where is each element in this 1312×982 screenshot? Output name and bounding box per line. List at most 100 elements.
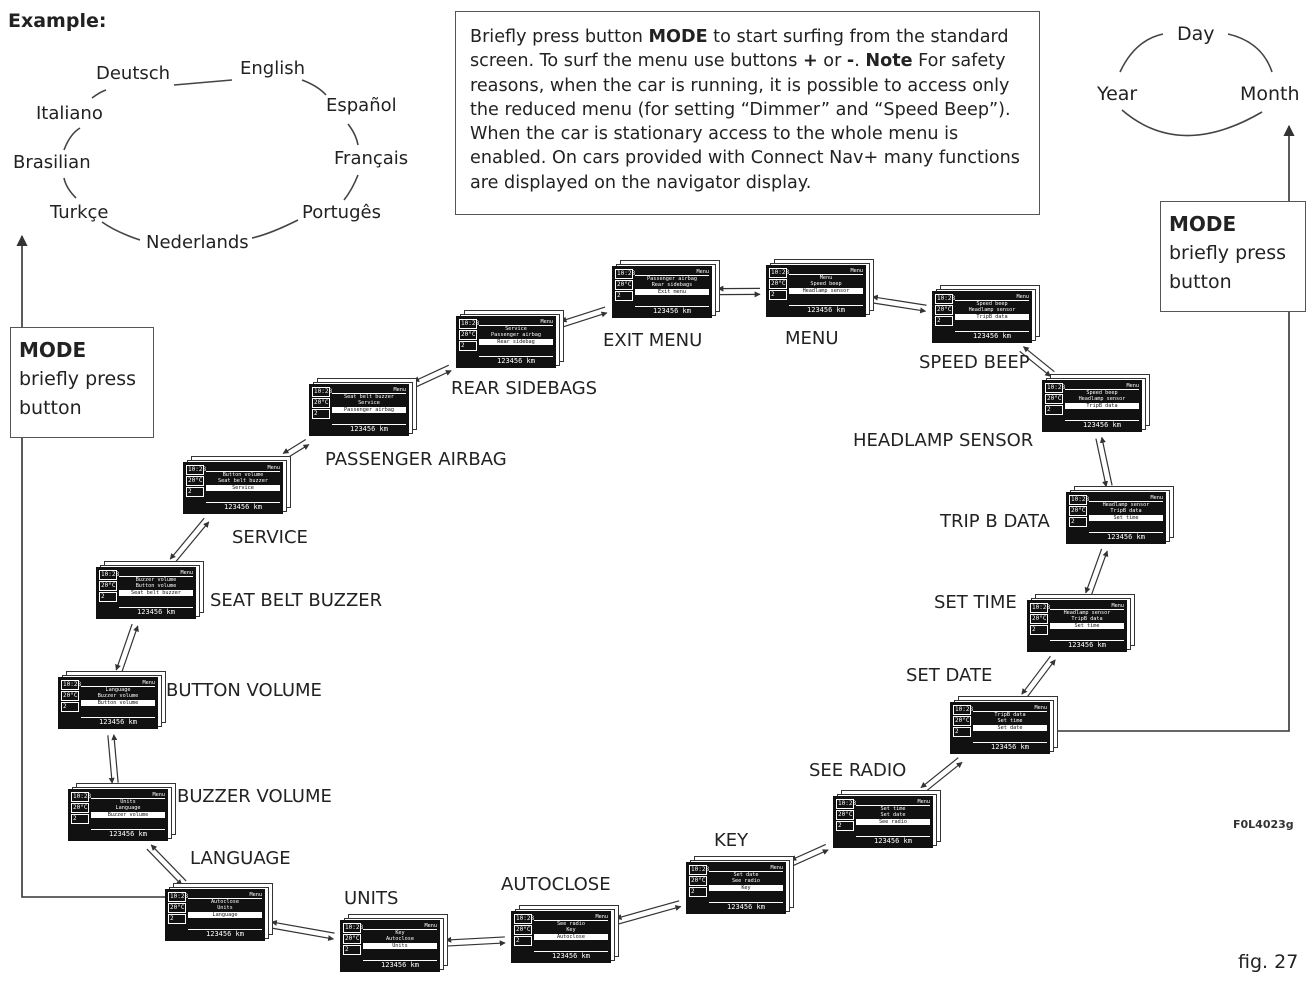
- connector-forward: [1021, 655, 1051, 695]
- stage-label: AUTOCLOSE: [501, 874, 611, 895]
- screen-time: 10:28: [836, 799, 857, 809]
- screen-odometer: 123456 km: [856, 836, 930, 845]
- language-arc: [347, 123, 359, 146]
- language-arc: [251, 219, 299, 239]
- screen-odometer: 123456 km: [973, 742, 1047, 751]
- connector-forward: [445, 936, 505, 943]
- display-screen: 10:28 20°C 2 Menu Button volume Seat bel…: [183, 462, 283, 514]
- stage-label: SEAT BELT BUZZER: [210, 590, 383, 611]
- screen-line-2: Units: [217, 905, 233, 912]
- screen-line-1: Headlamp sensor: [1102, 502, 1150, 509]
- connector-forward: [871, 302, 927, 314]
- mode-left-arrow: [16, 234, 165, 898]
- screen-line-2: Service: [358, 400, 380, 407]
- screen-line-2: TripB data: [1110, 508, 1142, 515]
- screen-line-3: Key: [709, 884, 783, 891]
- screen-line-1: Set time: [880, 806, 906, 813]
- screen-gear: 2: [615, 291, 633, 301]
- screen-menu-header: Menu: [534, 914, 608, 922]
- screen-line-2: Set date: [880, 812, 906, 819]
- display-screen: 10:28 20°C 2 Menu Headlamp sensor TripB …: [1066, 492, 1166, 544]
- instructions-note: Briefly press button MODE to start surfi…: [455, 11, 1040, 215]
- screen-odometer: 123456 km: [91, 829, 165, 838]
- screen-gear: 2: [343, 945, 361, 955]
- screen-odometer: 123456 km: [119, 607, 193, 616]
- display-screen: 10:28 20°C 2 Menu Service Passenger airb…: [456, 316, 556, 368]
- screen-gear: 2: [168, 914, 186, 924]
- screen-line-2: Headlamp sensor: [968, 307, 1016, 314]
- display-screen: 10:28 20°C 2 Menu Set date See radio Key…: [686, 862, 786, 914]
- screen-line-2: Rear sidebags: [651, 282, 693, 289]
- figure-code: F0L4023g: [1233, 818, 1294, 831]
- screen-gear: 2: [71, 814, 89, 824]
- screen-odometer: 123456 km: [534, 951, 608, 960]
- screen-line-1: Units: [120, 799, 136, 806]
- stage-label: BUTTON VOLUME: [166, 680, 322, 701]
- screen-line-3: Button volume: [81, 699, 155, 706]
- screen-line-2: Speed beep: [810, 281, 842, 288]
- screen-time: 10:28: [615, 269, 636, 279]
- screen-line-1: Button volume: [222, 472, 264, 479]
- connector-back: [146, 848, 183, 886]
- cycle-day: Day: [1177, 23, 1215, 45]
- stage-label: SET TIME: [934, 592, 1017, 613]
- screen-time: 10:28: [343, 923, 364, 933]
- screen-odometer: 123456 km: [206, 502, 280, 511]
- connector-forward: [1095, 438, 1109, 488]
- display-screen: 10:28 20°C 2 Menu Speed beep Headlamp se…: [1042, 380, 1142, 432]
- screen-temp: 20°C: [1030, 614, 1048, 624]
- screen-temp: 20°C: [836, 810, 854, 820]
- screen-time: 10:28: [168, 892, 189, 902]
- screen-line-3: Rear sidebag: [479, 338, 553, 345]
- screen-menu-header: Menu: [973, 705, 1047, 713]
- screen-temp: 20°C: [935, 305, 953, 315]
- connector-back: [1022, 346, 1055, 373]
- screen-odometer: 123456 km: [479, 356, 553, 365]
- screen-time: 10:28: [1069, 495, 1090, 505]
- screen-time: 10:28: [186, 465, 207, 475]
- screen-line-1: Buzzer volume: [135, 577, 177, 584]
- screen-line-3: TripB data: [955, 313, 1029, 320]
- screen-line-1: TripB data: [994, 712, 1026, 719]
- screen-time: 10:28: [99, 570, 120, 580]
- screen-menu-header: Menu: [91, 792, 165, 800]
- display-screen: 10:28 20°C 2 Menu Autoclose Units Langua…: [165, 889, 265, 941]
- screen-odometer: 123456 km: [363, 960, 437, 969]
- language-arc: [173, 79, 233, 86]
- stage-label: SEE RADIO: [809, 760, 907, 781]
- screen-time: 10:28: [71, 792, 92, 802]
- screen-line-2: Buzzer volume: [97, 693, 139, 700]
- screen-line-1: Service: [505, 326, 527, 333]
- screen-line-1: Speed beep: [976, 301, 1008, 308]
- display-screen: 10:28 20°C 2 Menu Buzzer volume Button v…: [96, 567, 196, 619]
- cycle-arc: [1121, 109, 1263, 137]
- screen-odometer: 123456 km: [1089, 532, 1163, 541]
- connector-back: [413, 364, 449, 382]
- display-screen: 10:28 20°C 2 Menu Headlamp sensor TripB …: [1027, 600, 1127, 652]
- cycle-year: Year: [1097, 83, 1138, 105]
- language-arc: [101, 221, 141, 241]
- language-arc: [63, 177, 77, 199]
- cycle-arc: [1227, 33, 1273, 73]
- language-arc: [91, 89, 107, 99]
- screen-line-2: Key: [566, 927, 576, 934]
- stage-label: LANGUAGE: [190, 848, 291, 869]
- screen-gear: 2: [836, 821, 854, 831]
- screen-odometer: 123456 km: [332, 424, 406, 433]
- screen-odometer: 123456 km: [1050, 640, 1124, 649]
- screen-line-2: Seat belt buzzer: [218, 478, 268, 485]
- screen-menu-header: Menu: [1089, 495, 1163, 503]
- screen-gear: 2: [1069, 517, 1087, 527]
- screen-line-1: Menu: [819, 275, 833, 282]
- screen-odometer: 123456 km: [1065, 420, 1139, 429]
- example-title: Example:: [8, 10, 107, 32]
- screen-time: 10:28: [769, 268, 790, 278]
- display-screen: 10:28 20°C 2 Menu Units Language Buzzer …: [68, 789, 168, 841]
- screen-menu-header: Menu: [81, 680, 155, 688]
- connector-forward: [1019, 350, 1052, 377]
- screen-temp: 20°C: [186, 476, 204, 486]
- connector-forward: [270, 919, 335, 934]
- screen-gear: 2: [61, 702, 79, 712]
- screen-temp: 20°C: [953, 716, 971, 726]
- stage-label: TRIP B DATA: [940, 511, 1050, 532]
